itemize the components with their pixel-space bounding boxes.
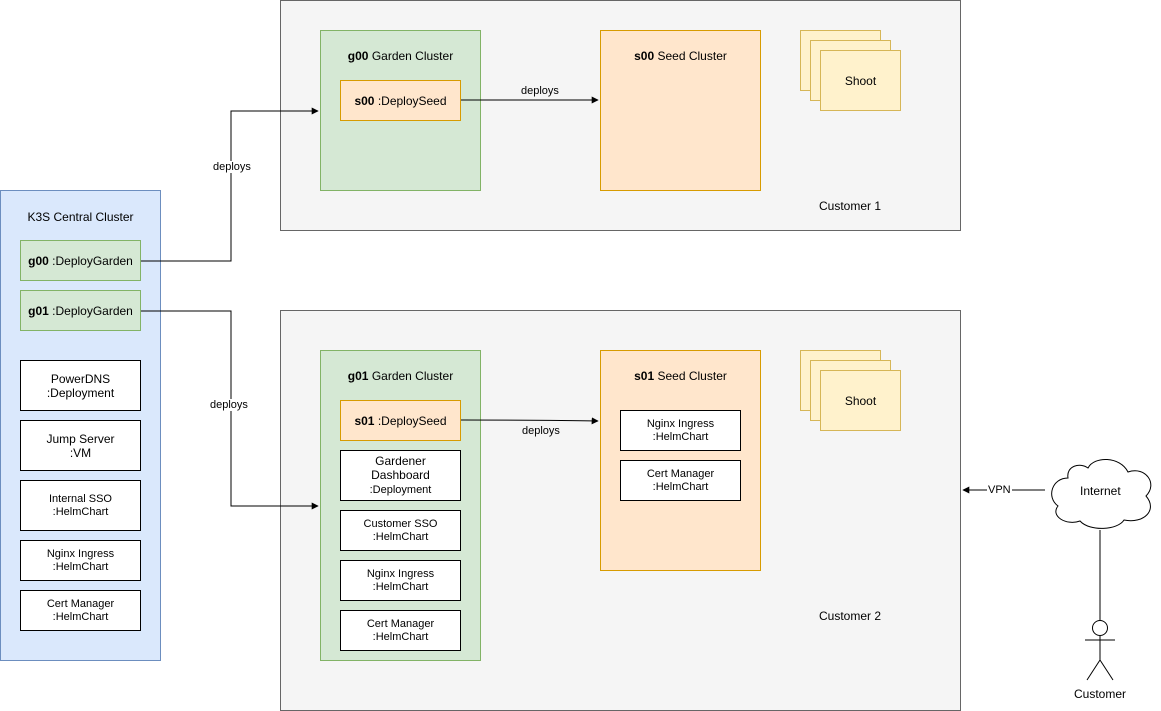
gardener-dashboard-line2: Dashboard [371,468,430,482]
central-cert-manager-helmchart[interactable]: Cert Manager:HelmChart [20,590,141,631]
seed-cert-line1: Cert Manager [646,467,715,480]
internal-sso-line2: :HelmChart [52,505,109,518]
central-cert-line2: :HelmChart [52,610,109,623]
g00-deploy-garden[interactable]: g00 :DeployGarden [20,240,141,281]
customer-sso-line2: :HelmChart [372,530,429,543]
seed-nginx-line2: :HelmChart [652,430,709,443]
g01-deploy-garden[interactable]: g01 :DeployGarden [20,290,141,331]
internal-sso-line1: Internal SSO [49,492,112,505]
garden-cert-line1: Cert Manager [366,617,435,630]
garden-nginx-line2: :HelmChart [372,580,429,593]
shoot-1[interactable]: Shoot [820,50,901,111]
edge-s01-to-seed [460,417,599,425]
garden-cert-manager-helmchart[interactable]: Cert Manager:HelmChart [340,610,461,651]
gardener-dashboard-line3: :Deployment [369,484,432,496]
edge-label-deploys-4: deploys [522,425,560,437]
gardener-dashboard-line1: Gardener [375,454,426,468]
g01-garden-name: g01 [347,369,369,383]
customer-sso-helmchart[interactable]: Customer SSO:HelmChart [340,510,461,551]
g01-garden-suffix: Garden Cluster [368,369,454,383]
central-nginx-line1: Nginx Ingress [46,547,115,560]
jump-server-line1: Jump Server [46,431,115,446]
internal-sso-helmchart[interactable]: Internal SSO:HelmChart [20,480,141,531]
powerdns-line1: PowerDNS [50,371,111,386]
customer-actor-label: Customer [1074,687,1127,701]
central-nginx-ingress-helmchart[interactable]: Nginx Ingress:HelmChart [20,540,141,581]
central-nginx-line2: :HelmChart [52,560,109,573]
s00-seed-name: s00 [634,49,655,63]
garden-nginx-line1: Nginx Ingress [366,567,435,580]
edge-label-vpn: VPN [987,484,1012,496]
s01-seed-suffix: Seed Cluster [654,369,727,383]
powerdns-line2: :Deployment [46,385,115,400]
edge-label-deploys-1: deploys [213,161,251,173]
s01-deploy-type: :DeploySeed [374,413,447,428]
g01-type: :DeployGarden [48,303,133,318]
s00-seed-cluster: s00 Seed Cluster [600,30,761,191]
edge-label-deploys-3: deploys [210,399,248,411]
shoot-2[interactable]: Shoot [820,370,901,431]
seed-cert-line2: :HelmChart [652,480,709,493]
garden-nginx-ingress-helmchart[interactable]: Nginx Ingress:HelmChart [340,560,461,601]
jump-server-vm[interactable]: Jump Server:VM [20,420,141,471]
shoot-2-label: Shoot [844,393,877,408]
customer-actor-icon [1085,620,1115,681]
seed-nginx-line1: Nginx Ingress [646,417,715,430]
s01-seed-name: s01 [634,369,655,383]
s00-deploy-name: s00 [354,93,375,108]
edge-label-deploys-2: deploys [521,85,559,97]
powerdns-deployment[interactable]: PowerDNS:Deployment [20,360,141,411]
customer1-label: Customer 1 [819,199,882,213]
central-cert-line1: Cert Manager [46,597,115,610]
g00-type: :DeployGarden [48,253,133,268]
s00-deploy-seed[interactable]: s00 :DeploySeed [340,80,461,121]
g01-name: g01 [28,303,49,318]
s01-deploy-name: s01 [354,413,375,428]
s00-seed-suffix: Seed Cluster [654,49,727,63]
s01-deploy-seed[interactable]: s01 :DeploySeed [340,400,461,441]
edge-g00-to-garden [141,107,319,262]
internet-cloud-icon [1051,459,1152,529]
customer2-label: Customer 2 [819,609,882,623]
g00-garden-suffix: Garden Cluster [368,49,454,63]
seed-cert-manager-helmchart[interactable]: Cert Manager:HelmChart [620,460,741,501]
g00-name: g00 [28,253,49,268]
garden-cert-line2: :HelmChart [372,630,429,643]
k3s-central-cluster-title: K3S Central Cluster [27,210,134,224]
jump-server-line2: :VM [69,445,92,460]
internet-label: Internet [1080,484,1121,498]
shoot-1-label: Shoot [844,73,877,88]
g00-garden-name: g00 [347,49,369,63]
seed-nginx-ingress-helmchart[interactable]: Nginx Ingress:HelmChart [620,410,741,451]
customer-sso-line1: Customer SSO [363,517,438,530]
s00-deploy-type: :DeploySeed [374,93,447,108]
